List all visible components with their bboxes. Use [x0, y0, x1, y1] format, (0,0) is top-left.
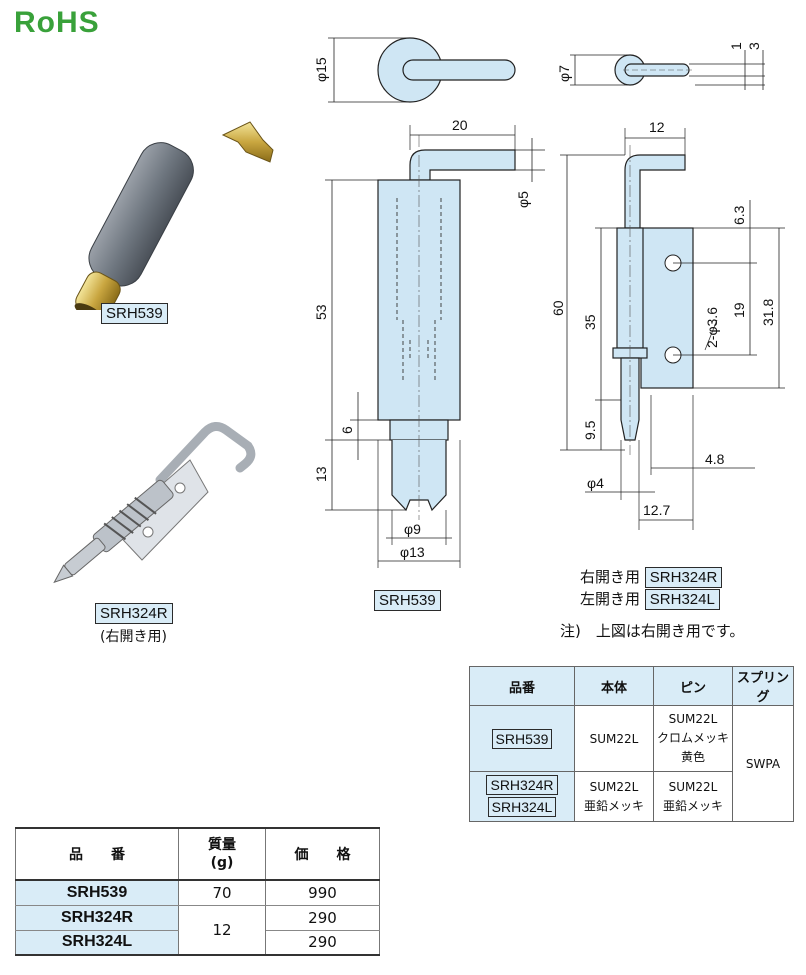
- dim-h53: 53: [313, 304, 329, 320]
- drawing-srh324: φ7 1 3 12 60 35 9.5 6.3 19 31.8 2-φ3.6 4…: [550, 42, 785, 530]
- photo-srh324r: [53, 422, 256, 584]
- dim-d4: φ4: [587, 475, 604, 491]
- mat-row2-pin-2: 亜鉛メッキ: [662, 798, 723, 813]
- price-header-mass-label: 質量: [208, 837, 236, 853]
- mat-row1-pin-3: 黄色: [680, 750, 705, 764]
- rohs-logo: RoHS: [14, 6, 100, 39]
- price-header-mass: 質量 (g): [178, 827, 266, 881]
- dim-h6: 6: [339, 426, 355, 434]
- mat-row1-pin-1: SUM22L: [668, 712, 718, 726]
- price-row1-price: 990: [265, 880, 380, 906]
- dim-v19: 19: [731, 302, 747, 318]
- orient-left-code: SRH324L: [644, 589, 720, 610]
- dim-h13: 13: [313, 466, 329, 482]
- mat-row1-code: SRH539: [491, 728, 553, 749]
- dim-h60: 60: [550, 300, 566, 316]
- dim-w12: 12: [649, 119, 665, 135]
- price-row3-price: 290: [265, 930, 380, 956]
- price-row3-code: SRH324L: [15, 930, 179, 956]
- photo1-label: SRH539: [101, 303, 168, 324]
- price-row2-mass: 12: [178, 905, 266, 956]
- dim-d9: φ9: [404, 521, 421, 537]
- dim-d15: φ15: [313, 57, 329, 82]
- dim-w48: 4.8: [705, 451, 725, 467]
- drawing1-label: SRH539: [374, 590, 441, 611]
- photo-srh539: [74, 121, 274, 310]
- orient-right-code: SRH324R: [644, 567, 723, 588]
- dim-d7: φ7: [556, 65, 572, 82]
- dim-v95: 9.5: [582, 420, 598, 440]
- dim-d13: φ13: [400, 544, 425, 560]
- orient-left-label: 左開き用: [580, 590, 641, 608]
- dim-hole: 2-φ3.6: [704, 307, 720, 348]
- price-header-mass-unit: (g): [210, 855, 234, 871]
- price-row1-code: SRH539: [15, 880, 179, 906]
- dim-w20: 20: [452, 117, 468, 133]
- mat-spring: SWPA: [732, 705, 794, 822]
- price-table: 品 番 質量 (g) 価 格 SRH539 70 990 SRH324R 12 …: [15, 827, 380, 956]
- orient-note: 注) 上図は右開き用です。: [560, 622, 745, 640]
- dim-v63: 6.3: [731, 205, 747, 225]
- price-header-code: 品 番: [15, 827, 179, 881]
- mat-row2-body-2: 亜鉛メッキ: [583, 798, 644, 813]
- orient-right: 右開き用 SRH324R: [580, 566, 723, 588]
- drawing-srh539: φ15 20 φ5 53 6 13 φ9 φ13: [313, 37, 545, 568]
- material-table: 品番 本体 ピン スプリング SRH539 SUM22L SUM22L クロムメ…: [469, 666, 794, 822]
- dim-v318: 31.8: [760, 299, 776, 326]
- price-row2-code: SRH324R: [15, 905, 179, 931]
- mat-row2-body-1: SUM22L: [589, 779, 639, 794]
- mat-row2-code-l: SRH324L: [487, 796, 557, 817]
- orient-right-label: 右開き用: [580, 568, 641, 586]
- dim-w127: 12.7: [643, 502, 670, 518]
- mat-header-body: 本体: [574, 666, 654, 706]
- price-row1-mass: 70: [178, 880, 266, 906]
- dim-h35: 35: [582, 314, 598, 330]
- mat-row2-pin-1: SUM22L: [668, 779, 718, 794]
- dim-t3: 3: [746, 42, 762, 50]
- mat-header-code: 品番: [469, 666, 575, 706]
- price-header-price: 価 格: [265, 827, 380, 881]
- mat-header-spring: スプリング: [732, 666, 794, 706]
- mat-header-pin: ピン: [653, 666, 733, 706]
- mat-row1-body: SUM22L: [574, 705, 654, 772]
- price-row2-price: 290: [265, 905, 380, 931]
- orient-left: 左開き用 SRH324L: [580, 588, 720, 610]
- mat-row2-code-r: SRH324R: [486, 774, 558, 795]
- mat-row1-pin-2: クロムメッキ: [656, 731, 729, 745]
- photo2-sublabel: (右開き用): [100, 629, 167, 645]
- photo2-label: SRH324R: [95, 603, 173, 624]
- dim-t1: 1: [728, 42, 744, 50]
- dim-d5: φ5: [515, 191, 531, 208]
